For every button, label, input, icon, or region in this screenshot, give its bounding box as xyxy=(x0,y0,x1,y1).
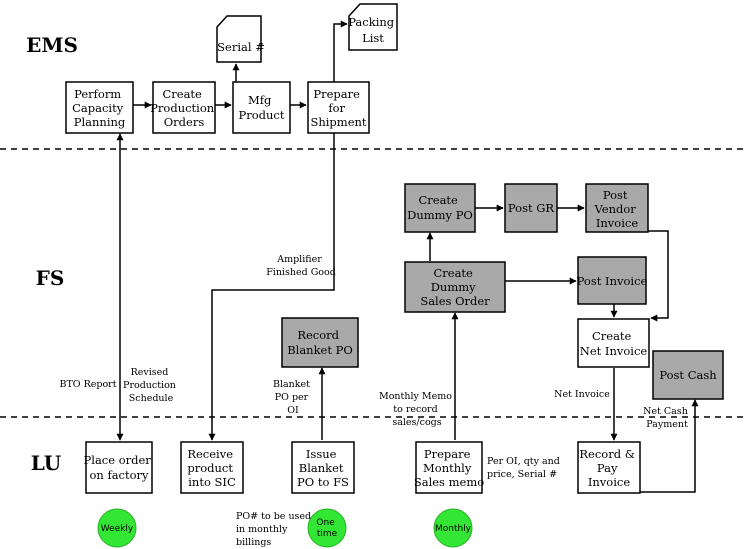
receive-product-text: Receive product into SIC xyxy=(187,447,236,489)
label-amplifier-finished-good: Amplifier Finished Good xyxy=(266,254,336,278)
lane-lu: LU xyxy=(31,451,61,475)
record-blanket-po-text: Record Blanket PO xyxy=(287,328,353,357)
node-mfg-product: Mfg Product xyxy=(232,81,291,134)
frequency-monthly: Monthly xyxy=(433,508,473,548)
node-post-gr: Post GR xyxy=(504,183,558,233)
arrow-record-pay-to-post-cash xyxy=(640,399,699,493)
one-time-text: One time xyxy=(316,518,337,539)
create-dummy-po-text: Create Dummy PO xyxy=(407,193,473,222)
node-create-dummy-sales-order: Create Dummy Sales Order xyxy=(404,261,506,313)
node-record-blanket-po: Record Blanket PO xyxy=(281,317,359,368)
node-post-cash: Post Cash xyxy=(652,350,724,400)
post-cash-text: Post Cash xyxy=(659,368,717,382)
node-perform-capacity-planning: Perform Capacity Planning xyxy=(65,81,134,134)
weekly-text: Weekly xyxy=(101,524,134,534)
label-bto-report: BTO Report xyxy=(59,379,116,390)
place-order-text: Place order on factory xyxy=(84,453,155,482)
arrow-shipment-to-receive xyxy=(208,132,335,441)
frequency-weekly: Weekly xyxy=(97,508,137,548)
node-prepare-monthly-sales-memo: Prepare Monthly Sales memo xyxy=(414,441,484,494)
lane-ems: EMS xyxy=(26,33,78,57)
node-packing-list-document: Packing List xyxy=(348,3,398,51)
prepare-monthly-memo-text: Prepare Monthly Sales memo xyxy=(414,447,484,489)
packing-list-text: Packing List xyxy=(348,15,398,45)
label-po-number-monthly-billings: PO# to be used in monthly billings xyxy=(236,511,314,548)
prepare-for-shipment-text: Prepare for Shipment xyxy=(310,87,366,129)
node-place-order-on-factory: Place order on factory xyxy=(84,441,155,494)
label-monthly-memo-sales-cogs: Monthly Memo to record sales/cogs xyxy=(379,391,455,428)
mfg-product-text: Mfg Product xyxy=(239,93,285,122)
record-pay-invoice-text: Record & Pay Invoice xyxy=(579,447,638,489)
node-record-and-pay-invoice: Record & Pay Invoice xyxy=(577,441,641,494)
label-revised-production-schedule: Revised Production Schedule xyxy=(123,367,179,404)
create-dummy-sales-order-text: Create Dummy Sales Order xyxy=(420,266,490,308)
node-create-production-orders: Create Production Orders xyxy=(150,81,218,134)
node-prepare-for-shipment: Prepare for Shipment xyxy=(307,81,370,134)
label-blanket-po-per-oi: Blanket PO per OI xyxy=(273,379,313,416)
node-receive-product: Receive product into SIC xyxy=(180,441,244,494)
node-serial-document: Serial # xyxy=(216,15,265,63)
arrow-vendor-to-net xyxy=(648,230,669,322)
monthly-text: Monthly xyxy=(435,524,472,534)
node-post-invoice: Post Invoice xyxy=(577,256,648,305)
post-gr-text: Post GR xyxy=(508,201,555,215)
node-post-vendor-invoice: Post Vendor Invoice xyxy=(585,183,649,233)
lane-fs: FS xyxy=(36,266,65,290)
connectors xyxy=(116,20,699,493)
issue-blanket-po-text: Issue Blanket PO to FS xyxy=(297,447,349,489)
frequency-one-time: One time xyxy=(307,508,347,548)
perform-capacity-planning-text: Perform Capacity Planning xyxy=(72,87,127,129)
label-net-invoice: Net Invoice xyxy=(554,389,610,400)
node-issue-blanket-po: Issue Blanket PO to FS xyxy=(291,441,355,494)
arrow-shipment-to-packing xyxy=(333,20,348,82)
create-net-invoice-text: Create Net Invoice xyxy=(580,329,648,358)
post-vendor-invoice-text: Post Vendor Invoice xyxy=(594,188,640,230)
serial-document-text: Serial # xyxy=(217,40,265,54)
post-invoice-text: Post Invoice xyxy=(577,274,648,288)
label-net-cash-payment: Net Cash Payment xyxy=(643,406,691,430)
node-create-net-invoice: Create Net Invoice xyxy=(577,318,650,368)
create-production-orders-text: Create Production Orders xyxy=(150,87,218,129)
label-per-oi-qty-price-serial: Per OI, qty and price, Serial # xyxy=(487,456,563,480)
node-create-dummy-po: Create Dummy PO xyxy=(404,183,476,233)
